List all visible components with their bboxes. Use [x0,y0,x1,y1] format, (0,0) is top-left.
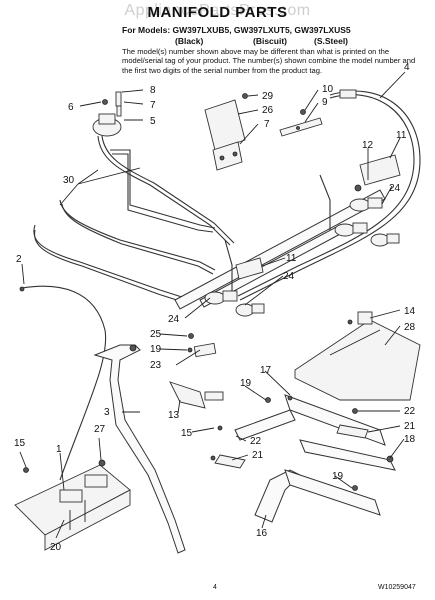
callout-6: 6 [68,102,74,113]
callout-numbers: 8 7 5 6 29 26 7 10 9 4 11 12 24 30 2 11 … [14,62,416,553]
callout-16: 16 [256,528,268,539]
callout-13: 13 [168,410,180,421]
callout-22a: 22 [404,406,416,417]
variant-steel: (S.Steel) [314,36,349,46]
callout-19a: 19 [150,344,162,355]
page-title: MANIFOLD PARTS [147,4,288,21]
callout-26: 26 [262,105,274,116]
callout-11b: 11 [286,253,297,264]
callout-5: 5 [150,116,156,127]
callout-27: 27 [94,424,106,435]
variant-black: (Black) [175,36,204,46]
callout-4: 4 [404,62,410,73]
callout-24a: 24 [389,183,401,194]
bracket-26 [204,93,248,171]
control-valve-bank [14,459,131,551]
models-line: For Models: GW397LXUB5, GW397LXUT5, GW39… [122,25,351,35]
callout-15b: 15 [14,438,26,449]
variant-biscuit: (Biscuit) [253,36,287,46]
callout-1: 1 [56,444,62,455]
callout-10: 10 [322,84,334,95]
callout-12: 12 [362,140,374,151]
callout-11a: 11 [396,130,407,141]
bracket-11-right [359,154,401,186]
tube-2 [19,285,107,481]
tube-3 [93,344,186,554]
callout-3: 3 [104,407,110,418]
orifice-parts [169,333,224,409]
callout-8: 8 [150,85,156,96]
doc-number: W10259047 [378,584,416,591]
callout-7b: 7 [264,119,270,130]
manifold-pipe [174,174,386,310]
callout-18: 18 [404,434,416,445]
callout-22b: 22 [250,436,262,447]
callout-21a: 21 [404,421,416,432]
callout-25: 25 [150,329,162,340]
callout-15a: 15 [181,428,193,439]
callout-7: 7 [150,100,156,111]
callout-14: 14 [404,306,416,317]
bracket-9-10 [279,109,323,137]
valves-24 [204,184,400,317]
bracket-11-lower [235,257,264,280]
callout-20: 20 [50,542,62,553]
watermark: AppliancePartsPros.com [124,2,311,19]
tubes-30 [33,135,235,303]
callout-2: 2 [16,254,22,265]
wire-harness-4 [237,89,421,301]
callout-23: 23 [150,360,162,371]
callout-19b: 19 [240,378,252,389]
valve-assembly-upper-left [92,91,122,137]
heat-shield-28 [294,311,421,401]
burner-16 [254,469,381,523]
callout-28: 28 [404,322,416,333]
callout-29: 29 [262,91,274,102]
callout-lines [19,71,406,539]
callout-19c: 19 [332,471,344,482]
callout-17: 17 [260,365,272,376]
callout-30: 30 [63,175,75,186]
callout-24c: 24 [168,314,180,325]
page-number: 4 [213,584,217,591]
callout-21b: 21 [252,450,264,461]
burner-21-22-right [265,394,396,471]
model-note: The model(s) number shown above may be d… [122,47,416,75]
callout-24b: 24 [283,271,295,282]
callout-9: 9 [322,97,328,108]
